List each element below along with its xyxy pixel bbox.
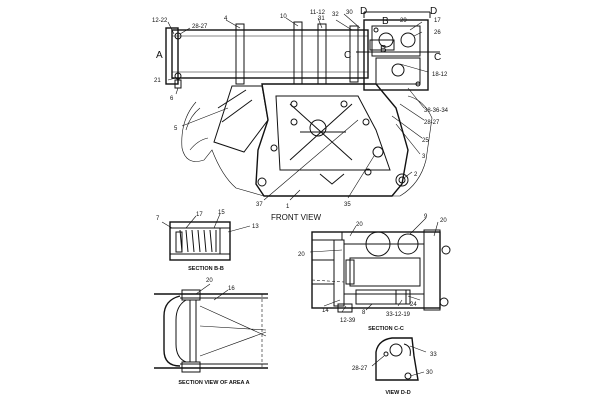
section-cc-title: SECTION C-C: [368, 326, 404, 332]
callout: 30: [426, 370, 433, 376]
callout: 28-27: [352, 366, 368, 372]
callout: 15: [218, 210, 225, 216]
callout: 17: [196, 212, 203, 218]
callout: 31: [318, 16, 325, 22]
section-cc-drawing: [309, 217, 451, 313]
front-view-leaders: [167, 13, 429, 201]
section-markers: A B B C C D D: [156, 6, 441, 63]
front-view-drawing: [165, 11, 440, 197]
callout-labels: 12-22 28-27 4 10 11-12 31 32 30 29 17 26…: [152, 10, 449, 376]
callout: 13: [252, 224, 259, 230]
callout: 14: [322, 308, 329, 314]
marker-d-2: D: [430, 6, 437, 17]
callout: 10: [280, 14, 287, 20]
front-view-title: FRONT VIEW: [271, 213, 322, 222]
callout: 4: [224, 16, 228, 22]
callout: 32: [332, 12, 339, 18]
marker-c-1: C: [344, 50, 351, 61]
section-area-a-title: SECTION VIEW OF AREA A: [178, 380, 249, 386]
callout: 9: [424, 214, 428, 220]
callout: 33: [430, 352, 437, 358]
callout: 16: [228, 286, 235, 292]
callout: 28-27: [424, 120, 440, 126]
marker-c-2: C: [434, 52, 441, 63]
marker-b-2: B: [380, 44, 387, 55]
callout: 21: [154, 78, 161, 84]
callout: 37: [256, 202, 263, 208]
marker-d-1: D: [360, 6, 367, 17]
section-bb-title: SECTION B-B: [188, 266, 224, 272]
callout: 25: [422, 138, 429, 144]
callout: 20: [440, 218, 447, 224]
callout: 38-36-34: [424, 108, 449, 114]
section-area-a-drawing: [154, 283, 268, 373]
callout: 3: [422, 154, 426, 160]
callout: 2: [414, 172, 418, 178]
callout: 35: [344, 202, 351, 208]
callout: 26: [434, 30, 441, 36]
view-dd-drawing: [371, 337, 427, 381]
callout: 24: [410, 302, 417, 308]
view-dd-title: VIEW D-D: [385, 390, 410, 396]
callout: 5: [174, 126, 178, 132]
callout: 17: [434, 18, 441, 24]
callout: 12-39: [340, 318, 356, 324]
view-titles: FRONT VIEW SECTION B-B SECTION VIEW OF A…: [178, 213, 410, 396]
marker-a: A: [156, 50, 163, 61]
callout: 8: [362, 310, 366, 316]
callout: 20: [206, 278, 213, 284]
callout: 20: [298, 252, 305, 258]
marker-b-1: B: [382, 16, 389, 27]
section-bb-drawing: [161, 213, 251, 261]
callout: 7: [156, 216, 160, 222]
callout: 6: [170, 96, 174, 102]
callout: 29: [400, 18, 407, 24]
callout: 20: [356, 222, 363, 228]
callout: 18-12: [432, 72, 448, 78]
callout: 30: [346, 10, 353, 16]
callout: 11-12: [310, 10, 326, 16]
callout: 12-22: [152, 18, 168, 24]
callout: 28-27: [192, 24, 208, 30]
callout: 33-12-19: [386, 312, 411, 318]
callout: 1: [286, 204, 290, 210]
